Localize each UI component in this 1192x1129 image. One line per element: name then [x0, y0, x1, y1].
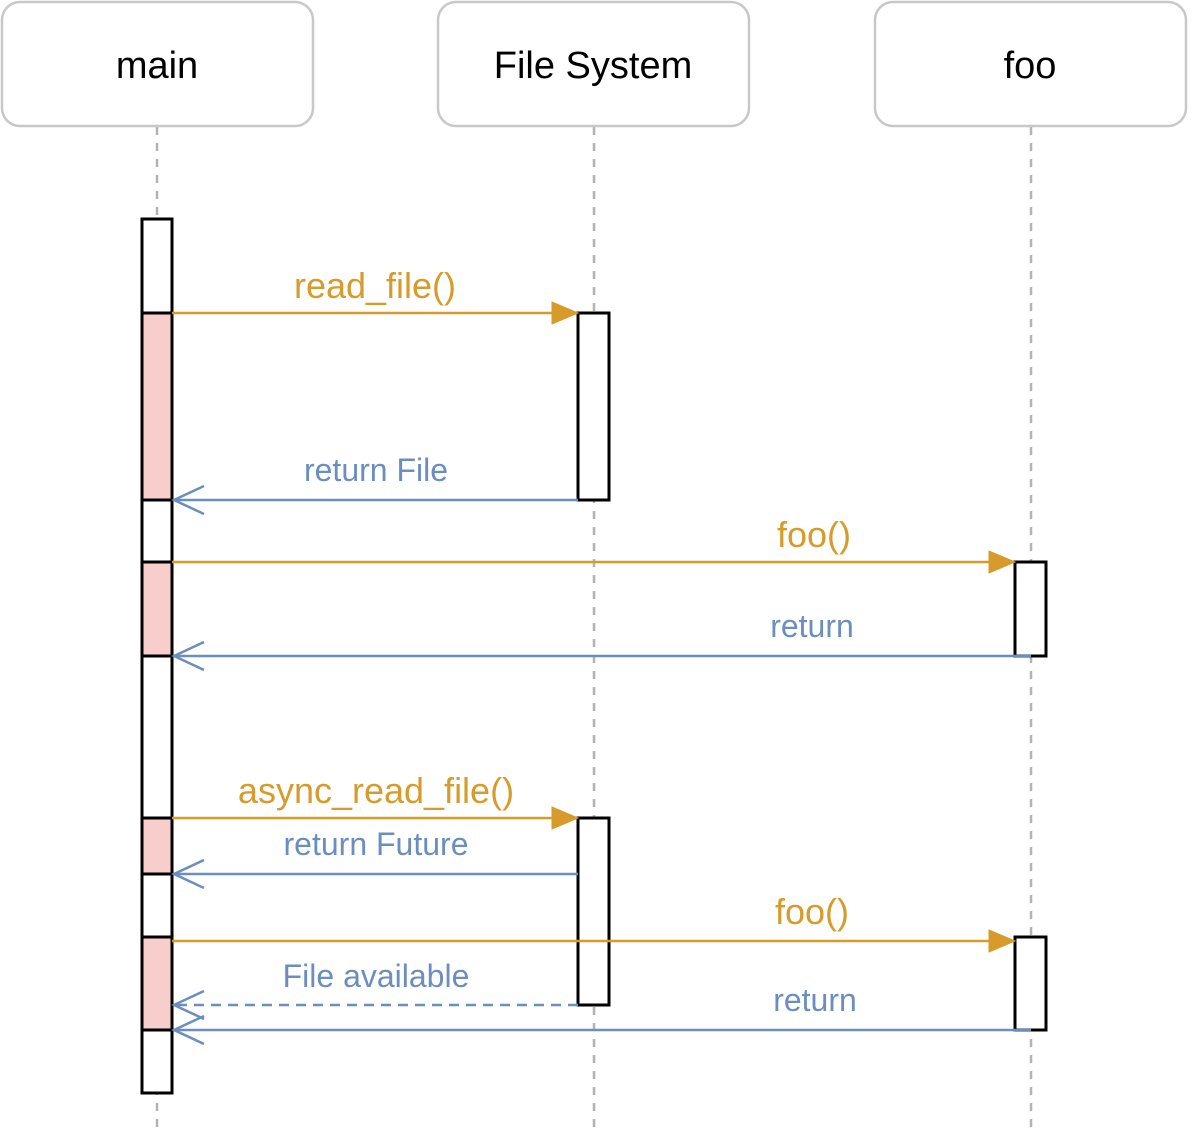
message-foo-call-2: foo(): [172, 891, 1017, 953]
arrowhead-open-icon: [171, 989, 205, 1021]
activation-foo-2: [1013, 935, 1048, 1032]
message-read-file-label: read_file(): [294, 265, 456, 306]
participant-main-box: [0, 0, 315, 128]
blocked-segment-3: [140, 816, 174, 876]
participant-file-system: File System: [436, 0, 751, 128]
activation-file-system-1: [576, 311, 611, 502]
participant-file-system-label: File System: [494, 45, 692, 87]
message-foo-return-2-label: return: [773, 982, 857, 1018]
message-read-file: read_file(): [172, 265, 580, 325]
blocked-segment-4: [140, 935, 174, 1032]
participant-foo: foo: [873, 0, 1188, 128]
activation-foo-1: [1013, 560, 1048, 658]
message-foo-call-1: foo(): [172, 514, 1017, 574]
arrowhead-filled-icon: [551, 301, 580, 325]
message-return-future-label: return Future: [284, 826, 469, 862]
activation-file-system-2: [576, 816, 611, 1007]
participant-main: main: [0, 0, 315, 128]
participant-foo-label: foo: [1004, 45, 1057, 87]
arrowhead-filled-icon: [551, 806, 580, 830]
message-return-file-label: return File: [304, 452, 448, 488]
participant-main-label: main: [116, 45, 198, 87]
arrowhead-filled-icon: [988, 550, 1017, 574]
message-foo-call-1-label: foo(): [777, 514, 851, 555]
participant-file-system-box: [436, 0, 751, 128]
message-return-future: return Future: [171, 826, 578, 890]
message-foo-return-1: return: [171, 608, 1031, 672]
arrowhead-filled-icon: [988, 929, 1017, 953]
arrowhead-open-icon: [171, 1014, 205, 1046]
message-return-file: return File: [171, 452, 578, 516]
message-async-read-file-label: async_read_file(): [238, 770, 514, 811]
arrowhead-open-icon: [171, 484, 205, 516]
arrowhead-open-icon: [171, 640, 205, 672]
blocked-segment-1: [140, 311, 174, 502]
message-async-read-file: async_read_file(): [172, 770, 580, 830]
message-foo-return-2: return: [171, 982, 1031, 1046]
message-foo-return-1-label: return: [770, 608, 854, 644]
message-file-available-label: File available: [283, 958, 470, 994]
message-file-available: File available: [171, 958, 578, 1021]
message-foo-call-2-label: foo(): [775, 891, 849, 932]
blocked-segment-2: [140, 560, 174, 658]
participant-foo-box: [873, 0, 1188, 128]
arrowhead-open-icon: [171, 858, 205, 890]
